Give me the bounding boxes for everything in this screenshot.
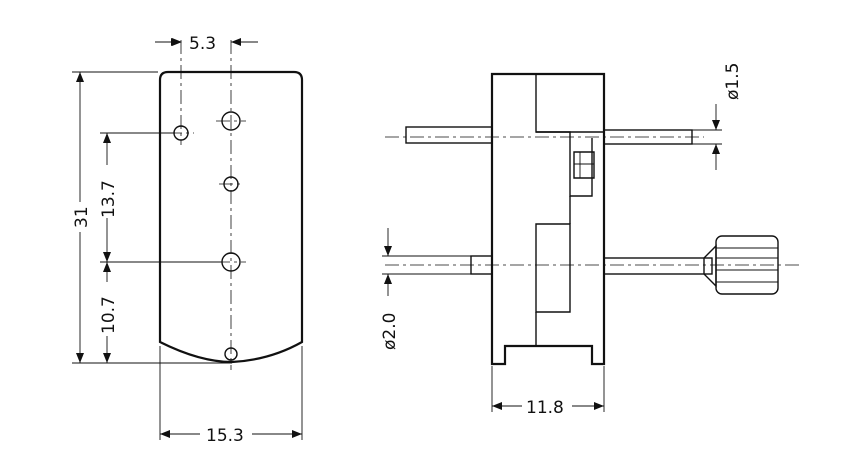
lower-shaft-right <box>603 257 713 275</box>
side-view: ø1.5 ø2.0 11.8 <box>380 63 800 418</box>
dim-label-dia-1-5: ø1.5 <box>723 63 743 100</box>
dim-label-5-3: 5.3 <box>189 34 216 54</box>
dim-label-11-8: 11.8 <box>526 398 564 418</box>
knurled-knob <box>703 235 779 295</box>
dim-label-15-3: 15.3 <box>206 426 244 446</box>
dim-label-dia-2-0: ø2.0 <box>380 313 400 350</box>
upper-shaft <box>405 126 493 144</box>
front-view: 5.3 31 13.7 10.7 15.3 <box>72 34 304 446</box>
dim-label-31: 31 <box>72 206 92 228</box>
dim-label-13-7: 13.7 <box>99 180 119 218</box>
side-view-body <box>490 72 606 366</box>
dim-label-10-7: 10.7 <box>99 296 119 334</box>
front-view-outline <box>158 70 304 364</box>
